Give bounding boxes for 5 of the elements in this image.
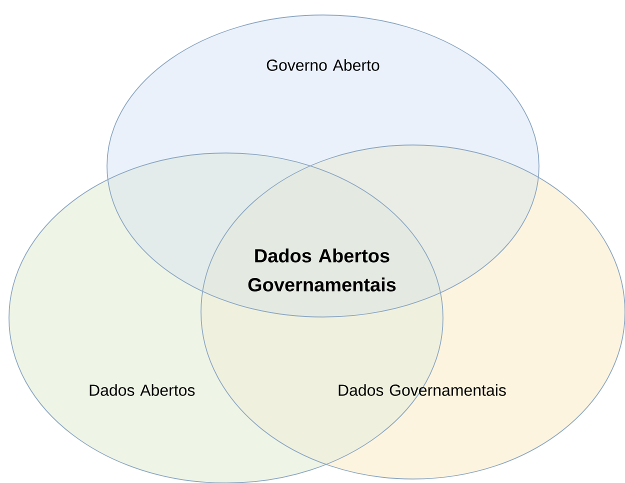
venn-ellipse <box>106 14 540 318</box>
set-label: Dados Governamentais <box>338 384 506 396</box>
set-label: Dados Abertos <box>90 384 195 396</box>
intersection-label: Dados Abertos Governamentais <box>248 248 396 292</box>
set-label: Governo Aberto <box>266 59 380 71</box>
